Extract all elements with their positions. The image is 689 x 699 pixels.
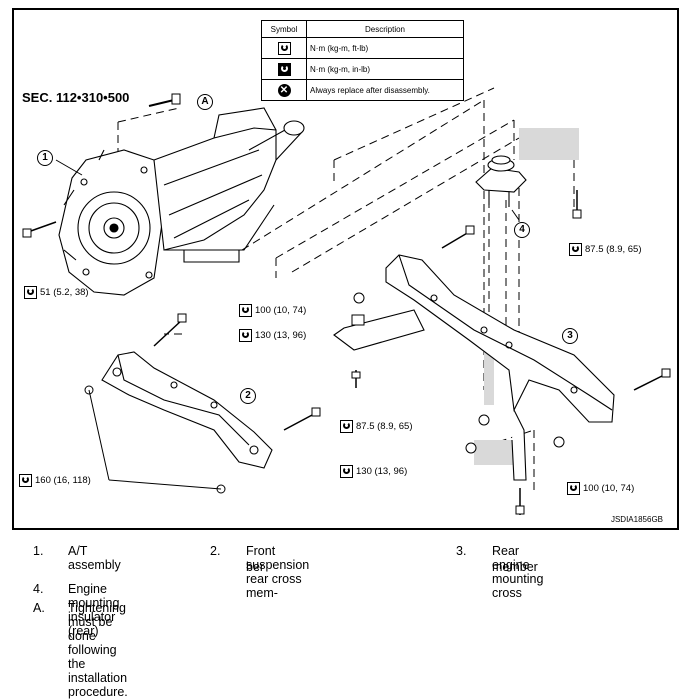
front-cross-member-drawing [101, 351, 273, 469]
torque-label-130-upper: 130 (13, 96) [239, 329, 306, 342]
replace-icon: ✕ [277, 83, 291, 97]
torque-label-130-lower: 130 (13, 96) [340, 465, 407, 478]
legend-label: Tightening must be done following the in… [68, 601, 128, 699]
description-header: Description [306, 20, 464, 38]
torque-label-160: 160 (16, 118) [19, 474, 91, 487]
bolt-a-drawing [148, 93, 181, 107]
legend-number: A. [33, 601, 45, 615]
symbol-description: N·m (kg-m, ft-lb) [306, 37, 464, 59]
torque-label-87-5-lower: 87.5 (8.9, 65) [340, 420, 413, 433]
legend-label: Front suspension rear cross mem- [246, 544, 310, 600]
legend-number: 3. [456, 544, 467, 558]
symbol-table: Symbol Description N·m (kg-m, ft-lb) N·m… [261, 20, 464, 101]
diagram-frame: SEC. 112•310•500 JSDIA1856GB Symbol Desc… [12, 8, 679, 530]
torque-icon [340, 420, 353, 433]
legend-label: member [492, 560, 538, 574]
symbol-header: Symbol [261, 20, 307, 38]
section-label: SEC. 112•310•500 [22, 90, 130, 105]
callout-2: 2 [240, 388, 256, 404]
torque-label-100-upper: 100 (10, 74) [239, 304, 306, 317]
torque-inlb-icon [277, 62, 291, 76]
torque-icon [239, 304, 252, 317]
insulator-drawing [475, 155, 527, 207]
drawing-code: JSDIA1856GB [610, 515, 663, 524]
symbol-description: Always replace after disassembly. [306, 79, 464, 101]
symbol-description: N·m (kg-m, in-lb) [306, 58, 464, 80]
callout-3: 3 [562, 328, 578, 344]
assembly-guide-lines [117, 87, 575, 490]
legend-label: Rear engine mounting cross [492, 544, 544, 600]
at-assembly-drawing [58, 107, 305, 296]
rear-cross-member-drawing [333, 254, 615, 481]
torque-icon [340, 465, 353, 478]
callout-a: A [197, 94, 213, 110]
exploded-view-drawing [22, 87, 671, 515]
legend-number: 2. [210, 544, 221, 558]
torque-icon [277, 41, 291, 55]
torque-icon [239, 329, 252, 342]
callout-4: 4 [514, 222, 530, 238]
torque-icon [567, 482, 580, 495]
legend-label: A/T assembly [68, 544, 121, 572]
torque-icon [24, 286, 37, 299]
torque-label-100-lower: 100 (10, 74) [567, 482, 634, 495]
torque-label-87-5-insulator: 87.5 (8.9, 65) [569, 243, 642, 256]
legend-label: ber [246, 560, 265, 574]
legend-number: 1. [33, 544, 44, 558]
callout-1: 1 [37, 150, 53, 166]
legend-number: 4. [33, 582, 44, 596]
bolt-51-drawing [22, 221, 57, 238]
torque-icon [569, 243, 582, 256]
torque-label-51: 51 (5.2, 38) [24, 286, 89, 299]
torque-icon [19, 474, 32, 487]
